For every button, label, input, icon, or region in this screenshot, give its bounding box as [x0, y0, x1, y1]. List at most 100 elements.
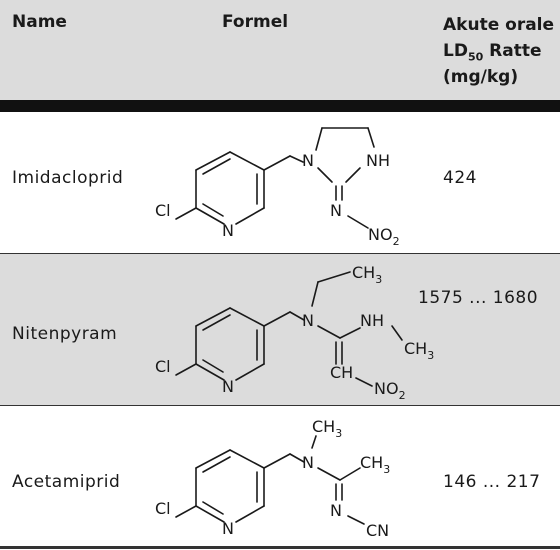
bond — [317, 467, 341, 481]
atom-ch: CH — [330, 363, 353, 382]
atom-cl: Cl — [155, 499, 171, 518]
ld50-value: 146 ... 217 — [443, 472, 541, 492]
bond-inner — [202, 158, 231, 175]
atom-n-ring: N — [222, 221, 234, 240]
bond — [355, 377, 373, 387]
header-ld50: Akute orale LD50 Ratte (mg/kg) — [443, 12, 554, 90]
header-ld50-ld: LD — [443, 41, 468, 61]
bond — [229, 449, 265, 469]
header-ld50-sub: 50 — [467, 50, 484, 64]
atom-nh: NH — [360, 311, 384, 330]
bond — [263, 155, 291, 171]
header-ld50-line2: LD50 Ratte — [443, 38, 554, 64]
group-ch3-top: CH3 — [312, 417, 342, 440]
atom-n-ring: N — [222, 377, 234, 396]
bond — [367, 127, 375, 148]
atom-n: N — [302, 151, 314, 170]
bond-inner — [202, 314, 231, 331]
bond-inner — [202, 203, 224, 217]
atom-cl: Cl — [155, 201, 171, 220]
bond — [311, 435, 317, 449]
bond — [311, 281, 319, 307]
atom-n: N — [302, 311, 314, 330]
atom-cl: Cl — [155, 357, 171, 376]
bond — [229, 307, 265, 327]
bond — [263, 453, 291, 469]
bond — [195, 449, 231, 469]
atom-nh: NH — [366, 151, 390, 170]
bond — [195, 505, 225, 523]
group-cn: CN — [366, 521, 389, 540]
atom-n: N — [302, 453, 314, 472]
header-name: Name — [12, 12, 67, 32]
bond — [347, 215, 369, 229]
table-bottom-border — [0, 546, 560, 549]
header-ld50-line3: (mg/kg) — [443, 67, 519, 87]
group-ch3-right: CH3 — [404, 339, 434, 362]
bond — [289, 155, 304, 163]
compound-name: Imidacloprid — [12, 168, 124, 188]
bond — [195, 207, 225, 225]
header-ld50-line1: Akute orale — [443, 15, 555, 35]
group-no2-sub: 2 — [393, 235, 400, 248]
bond — [195, 363, 225, 381]
bond — [235, 363, 265, 381]
group-ch3-sub: 3 — [335, 427, 342, 440]
group-ch3-sub: 3 — [427, 349, 434, 362]
group-ch3-right: CH3 — [360, 453, 390, 476]
structure-nitenpyram: Cl N N CH3 NH CH3 CH NO2 — [155, 263, 434, 402]
table-row-imidacloprid: Imidacloprid — [0, 112, 560, 254]
group-ch3-top: CH3 — [352, 263, 382, 286]
bond — [175, 363, 197, 376]
group-ch3-label: CH — [352, 263, 375, 282]
bond-inner — [202, 501, 224, 515]
bond — [347, 515, 365, 525]
group-no2: NO2 — [368, 225, 400, 248]
bond — [317, 325, 341, 339]
table-header: Name Formel Akute orale LD50 Ratte (mg/k… — [0, 0, 560, 100]
bond — [317, 167, 333, 183]
group-no2: NO2 — [374, 379, 406, 402]
group-ch3-label: CH — [360, 453, 383, 472]
compound-name: Nitenpyram — [12, 324, 118, 344]
bond — [315, 127, 323, 151]
bond — [289, 311, 305, 321]
group-ch3-label: CH — [404, 339, 427, 358]
bond-inner — [202, 456, 231, 473]
group-no2-label: NO — [374, 379, 399, 398]
bond — [229, 151, 265, 171]
bond — [289, 453, 305, 463]
group-ch3-sub: 3 — [383, 463, 390, 476]
bond — [235, 207, 265, 225]
header-formula: Formel — [222, 12, 289, 32]
compound-name: Acetamiprid — [12, 472, 121, 492]
ld50-value: 1575 ... 1680 — [418, 288, 539, 308]
group-ch3-label: CH — [312, 417, 335, 436]
table-row-acetamiprid: Acetamiprid Cl — [0, 406, 560, 550]
structure-acetamiprid: Cl N N CH3 CH3 N CN — [155, 417, 390, 540]
bond — [317, 271, 351, 283]
bond — [345, 167, 361, 183]
bond — [235, 505, 265, 523]
bond — [339, 467, 361, 481]
bond — [195, 307, 231, 327]
ld50-value: 424 — [443, 168, 477, 188]
atom-n-imine: N — [330, 501, 342, 520]
atom-n-ring: N — [222, 519, 234, 538]
group-no2-sub: 2 — [399, 389, 406, 402]
bond — [263, 311, 291, 327]
bond — [339, 327, 361, 339]
bond — [175, 207, 197, 220]
header-ld50-species: Ratte — [483, 41, 542, 61]
group-no2-label: NO — [368, 225, 393, 244]
atom-n-imine: N — [330, 201, 342, 220]
header-divider — [0, 100, 560, 112]
bond-inner — [202, 359, 224, 373]
structure-imidacloprid: Cl N N NH N NO2 — [155, 127, 400, 248]
bond — [175, 505, 197, 518]
bond — [195, 151, 231, 171]
group-ch3-sub: 3 — [375, 273, 382, 286]
bond — [391, 325, 403, 341]
table-row-nitenpyram: Nitenpyram — [0, 254, 560, 406]
